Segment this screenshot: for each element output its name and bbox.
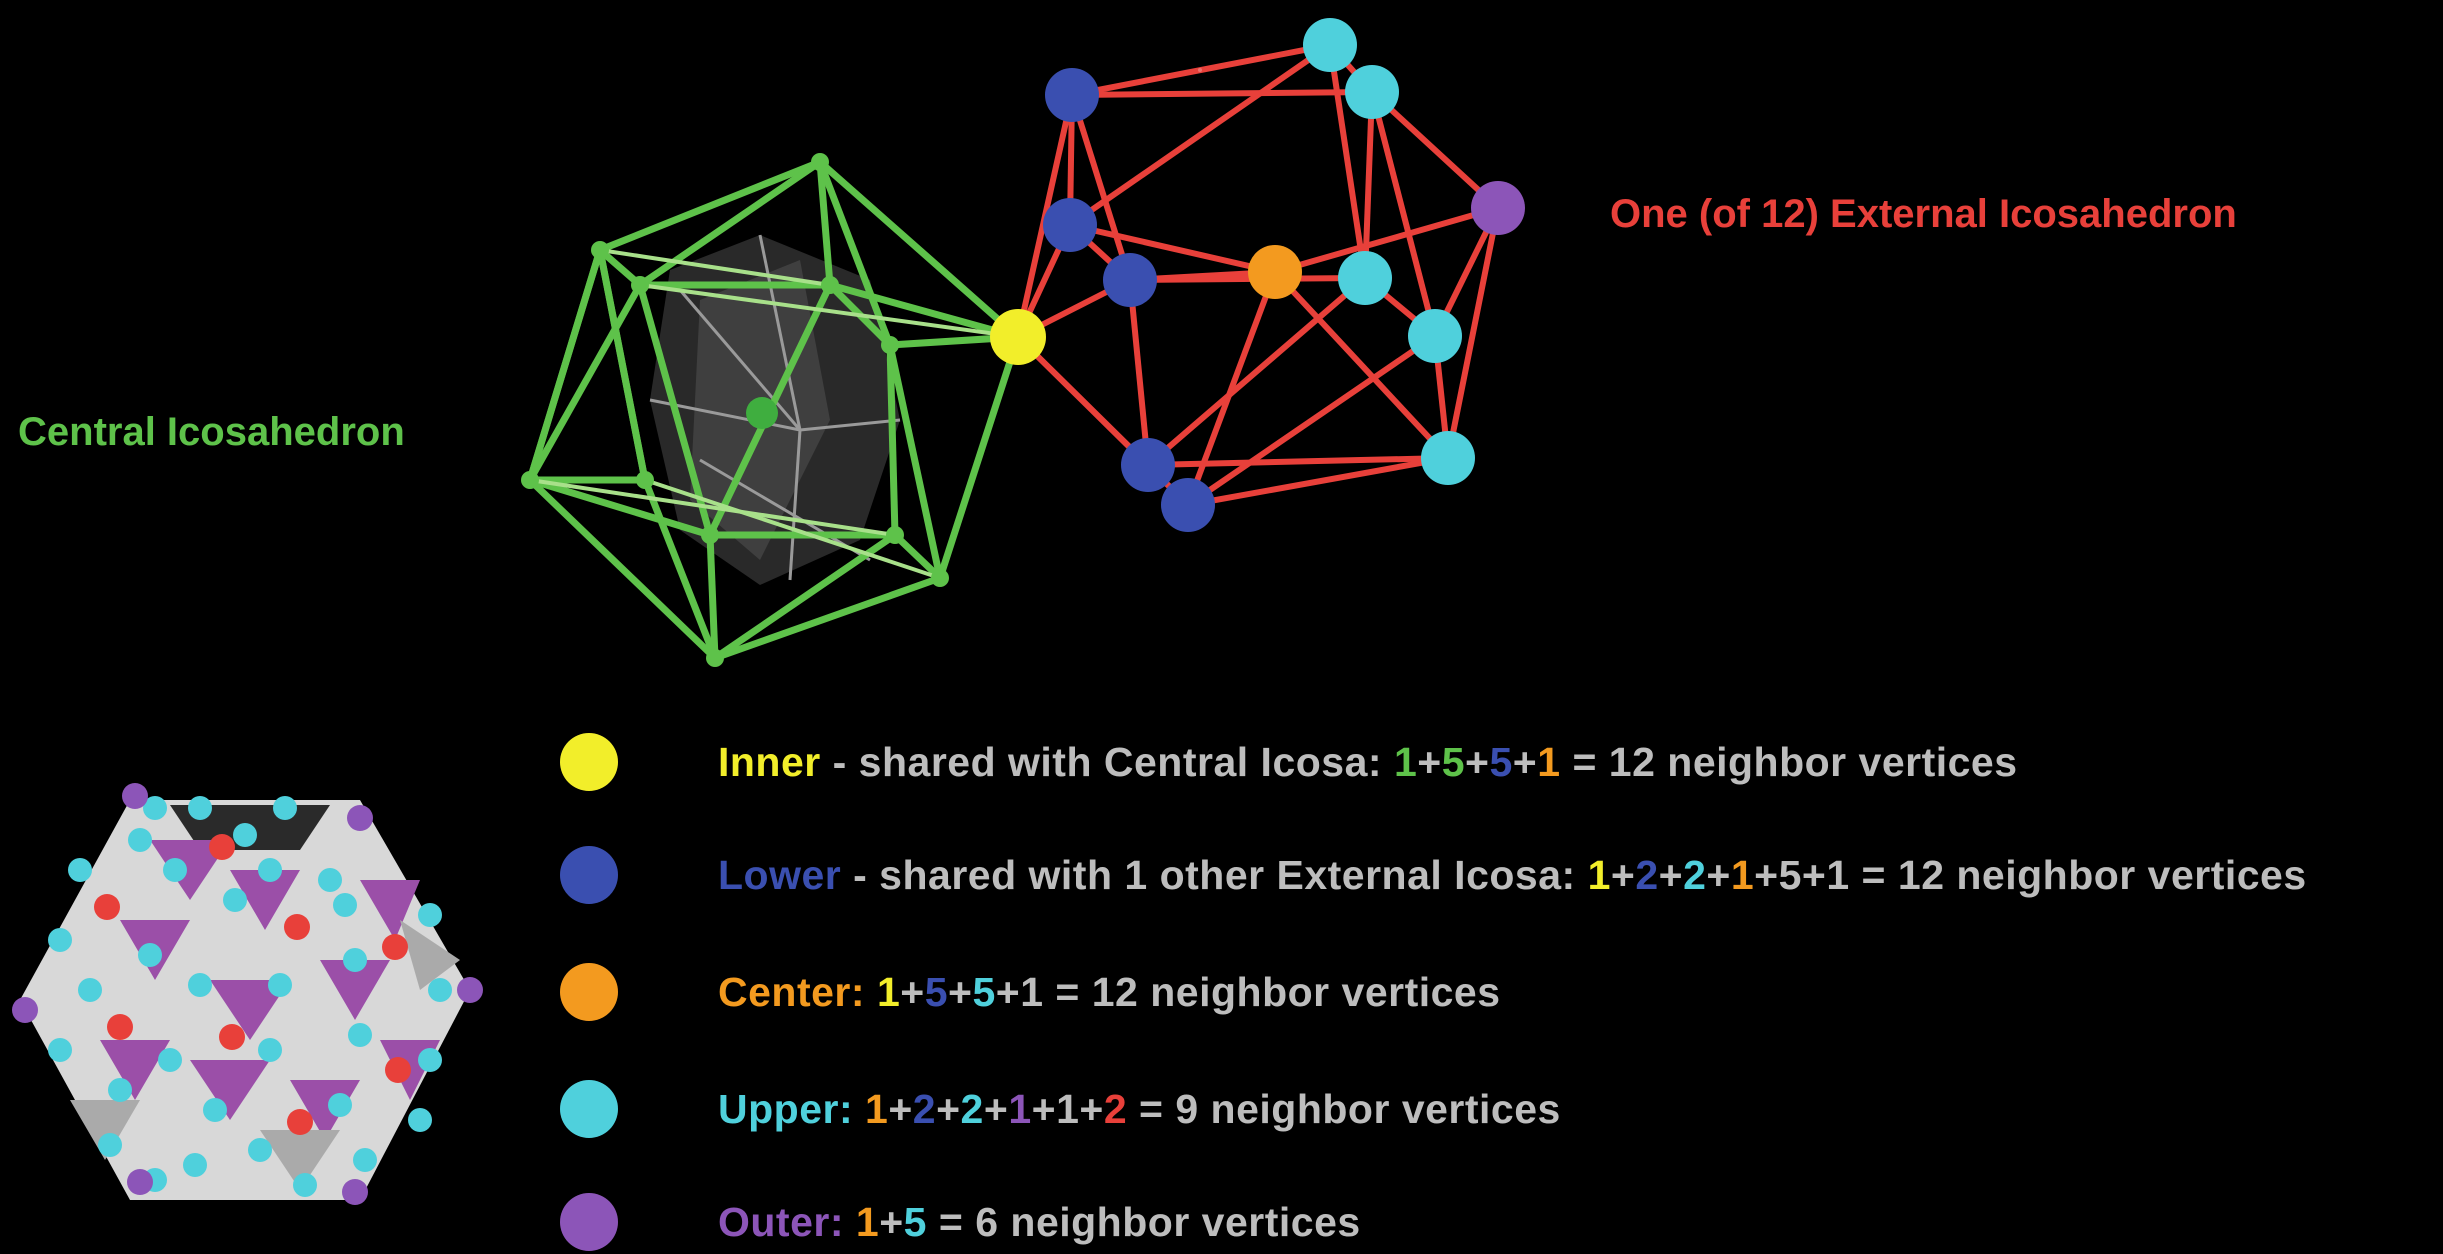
legend-segment: 5 [924,968,949,1015]
legend-segment: 1 [855,1198,880,1245]
external-edges [1015,42,1501,508]
legend-segment [865,969,877,1015]
legend-segment: Outer: [718,1198,844,1245]
central-highlight-edges [529,248,1019,580]
composite-gray-facets [70,920,460,1190]
legend-segment: 2 [1683,851,1707,898]
legend-segment: 1 [1730,851,1755,898]
legend-segment: + [879,1198,904,1245]
legend-segment: 1 [1587,851,1611,898]
external-icosahedron [990,18,1525,532]
legend-segment: 5 [1441,738,1466,785]
legend-segment [853,1086,865,1132]
legend-dot-lower [560,846,618,904]
legend-segment: Lower [718,851,842,898]
legend-segment: + [1706,851,1731,898]
legend-text-upper: Upper: 1+2+2+1+1+2 = 9 neighbor vertices [718,1086,1561,1133]
composite-icosahedron-model [12,783,483,1205]
legend-segment: Upper: [718,1085,854,1132]
vertex-lower [1043,198,1097,252]
legend-segment: + [948,968,973,1015]
vertex-upper [1303,18,1357,72]
legend-segment: 2 [912,1085,937,1132]
composite-purple-vertices [12,783,483,1205]
legend-text-inner: Inner - shared with Central Icosa: 1+5+5… [718,739,2018,786]
legend-segment: + [888,1085,913,1132]
legend-text-center: Center: 1+5+5+1 = 12 neighbor vertices [718,969,1501,1016]
vertex-lower [1103,253,1157,307]
legend-segment: Center: [718,968,866,1015]
vertex-lower [1161,478,1215,532]
legend-segment: = 6 neighbor vertices [926,1198,1361,1245]
vertex-upper [1421,431,1475,485]
central-icosahedron [521,153,1022,667]
vertex-lower [1121,438,1175,492]
legend-segment: + [936,1085,961,1132]
legend-segment: 1 [865,1085,889,1132]
legend-dot-center [560,963,618,1021]
vertex-center [1248,245,1302,299]
vertex-upper [1338,251,1392,305]
legend-segment [844,1199,856,1245]
legend-segment: 1 [876,968,901,1015]
composite-cyan-vertices [48,796,452,1197]
legend-segment: + [1465,738,1490,785]
legend-segment: 2 [1103,1085,1128,1132]
central-outer-edges [526,158,1022,662]
central-vertices [521,153,949,667]
legend-segment: = 9 neighbor vertices [1127,1085,1561,1132]
legend-segment: + [1417,738,1442,785]
composite-red-vertices [94,834,411,1135]
legend-segment: +1+ [1031,1085,1104,1132]
vertex-upper [1345,65,1399,119]
central-icosahedron-label: Central Icosahedron [18,410,405,454]
vertex-outer [1471,181,1525,235]
legend-row-lower: Lower - shared with 1 other External Ico… [560,843,2307,907]
external-icosahedron-label: One (of 12) External Icosahedron [1610,192,2237,236]
legend-row-center: Center: 1+5+5+1 = 12 neighbor vertices [560,960,1501,1024]
legend-segment: + [1512,738,1538,785]
legend-segment: 2 [960,1085,984,1132]
legend-segment: 5 [903,1198,927,1245]
legend-segment: 5 [972,968,996,1015]
legend-segment: - shared with Central Icosa: [820,738,1394,785]
legend-segment: + [1610,851,1636,898]
legend-dot-upper [560,1080,618,1138]
legend-segment: Inner [718,738,821,785]
legend-row-inner: Inner - shared with Central Icosa: 1+5+5… [560,730,2018,794]
vertex-upper [1408,309,1462,363]
legend-segment: + [1658,851,1684,898]
legend-segment: + [983,1085,1009,1132]
legend-text-outer: Outer: 1+5 = 6 neighbor vertices [718,1199,1361,1246]
legend-row-upper: Upper: 1+2+2+1+1+2 = 9 neighbor vertices [560,1077,1561,1141]
legend-segment: 2 [1635,851,1659,898]
legend-segment: + [900,968,925,1015]
external-edge-highlights [1198,68,1202,72]
legend-segment: 1 [1393,738,1418,785]
vertex-inner-shared [990,309,1046,365]
legend-row-outer: Outer: 1+5 = 6 neighbor vertices [560,1190,1361,1254]
legend-segment: +1 = 12 neighbor vertices [995,968,1501,1015]
external-vertices [990,18,1525,532]
legend-dot-inner [560,733,618,791]
legend-segment: - shared with 1 other External Icosa: [841,851,1588,898]
vertex-lower [1045,68,1099,122]
legend-segment: 1 [1008,1085,1032,1132]
legend-segment: +5+1 = 12 neighbor vertices [1754,851,2307,898]
central-center-vertex [746,397,778,429]
legend-segment: 5 [1489,738,1513,785]
legend-dot-outer [560,1193,618,1251]
legend-segment: 1 [1537,738,1561,785]
legend-segment: = 12 neighbor vertices [1560,738,2018,785]
legend-text-lower: Lower - shared with 1 other External Ico… [718,852,2307,899]
